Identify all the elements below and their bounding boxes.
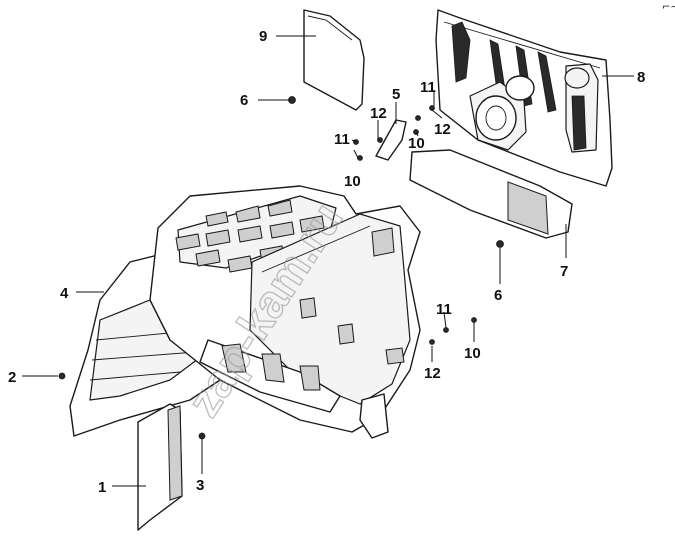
nut-11-right bbox=[415, 115, 421, 121]
nut-11-lower bbox=[443, 327, 449, 333]
callout-10-right: 10 bbox=[408, 135, 425, 152]
part-5-bracket bbox=[375, 119, 407, 161]
washer-10-left bbox=[357, 155, 363, 161]
callout-10-left: 10 bbox=[344, 173, 361, 190]
callout-3: 3 bbox=[196, 477, 204, 494]
callout-12-lower: 12 bbox=[424, 365, 441, 382]
callout-12-left: 12 bbox=[370, 105, 387, 122]
part-8-panel bbox=[435, 9, 613, 187]
callout-11-lower: 11 bbox=[436, 301, 452, 318]
callout-12-right: 12 bbox=[434, 121, 451, 138]
leader-lines bbox=[22, 35, 634, 487]
callout-11-right: 11 bbox=[420, 79, 436, 96]
screw-6-lower bbox=[496, 240, 504, 248]
callout-6-upper: 6 bbox=[240, 92, 248, 109]
callout-2: 2 bbox=[8, 369, 16, 386]
callout-4: 4 bbox=[60, 285, 69, 302]
part-1-mud-flap bbox=[137, 403, 183, 531]
callout-8: 8 bbox=[637, 69, 645, 86]
washer-12-lower bbox=[429, 339, 435, 345]
callout-6-lower: 6 bbox=[494, 287, 502, 304]
callout-7: 7 bbox=[560, 263, 568, 280]
bolt-2 bbox=[58, 372, 66, 380]
callout-labels: 9 6 5 12 11 10 11 12 10 8 7 6 4 2 1 3 11… bbox=[8, 28, 645, 496]
callout-9: 9 bbox=[259, 28, 267, 45]
callout-1: 1 bbox=[98, 479, 106, 496]
corner-mark: ⌐~ bbox=[662, 2, 675, 13]
callout-11-left: 11 bbox=[334, 131, 350, 148]
part-9-panel bbox=[303, 9, 365, 111]
callout-5: 5 bbox=[392, 86, 400, 103]
washer-12-right bbox=[429, 105, 435, 111]
callout-10-lower: 10 bbox=[464, 345, 481, 362]
main-body-shell bbox=[149, 185, 421, 439]
part-7-panel bbox=[409, 149, 573, 239]
washer-10-lower bbox=[471, 317, 477, 323]
